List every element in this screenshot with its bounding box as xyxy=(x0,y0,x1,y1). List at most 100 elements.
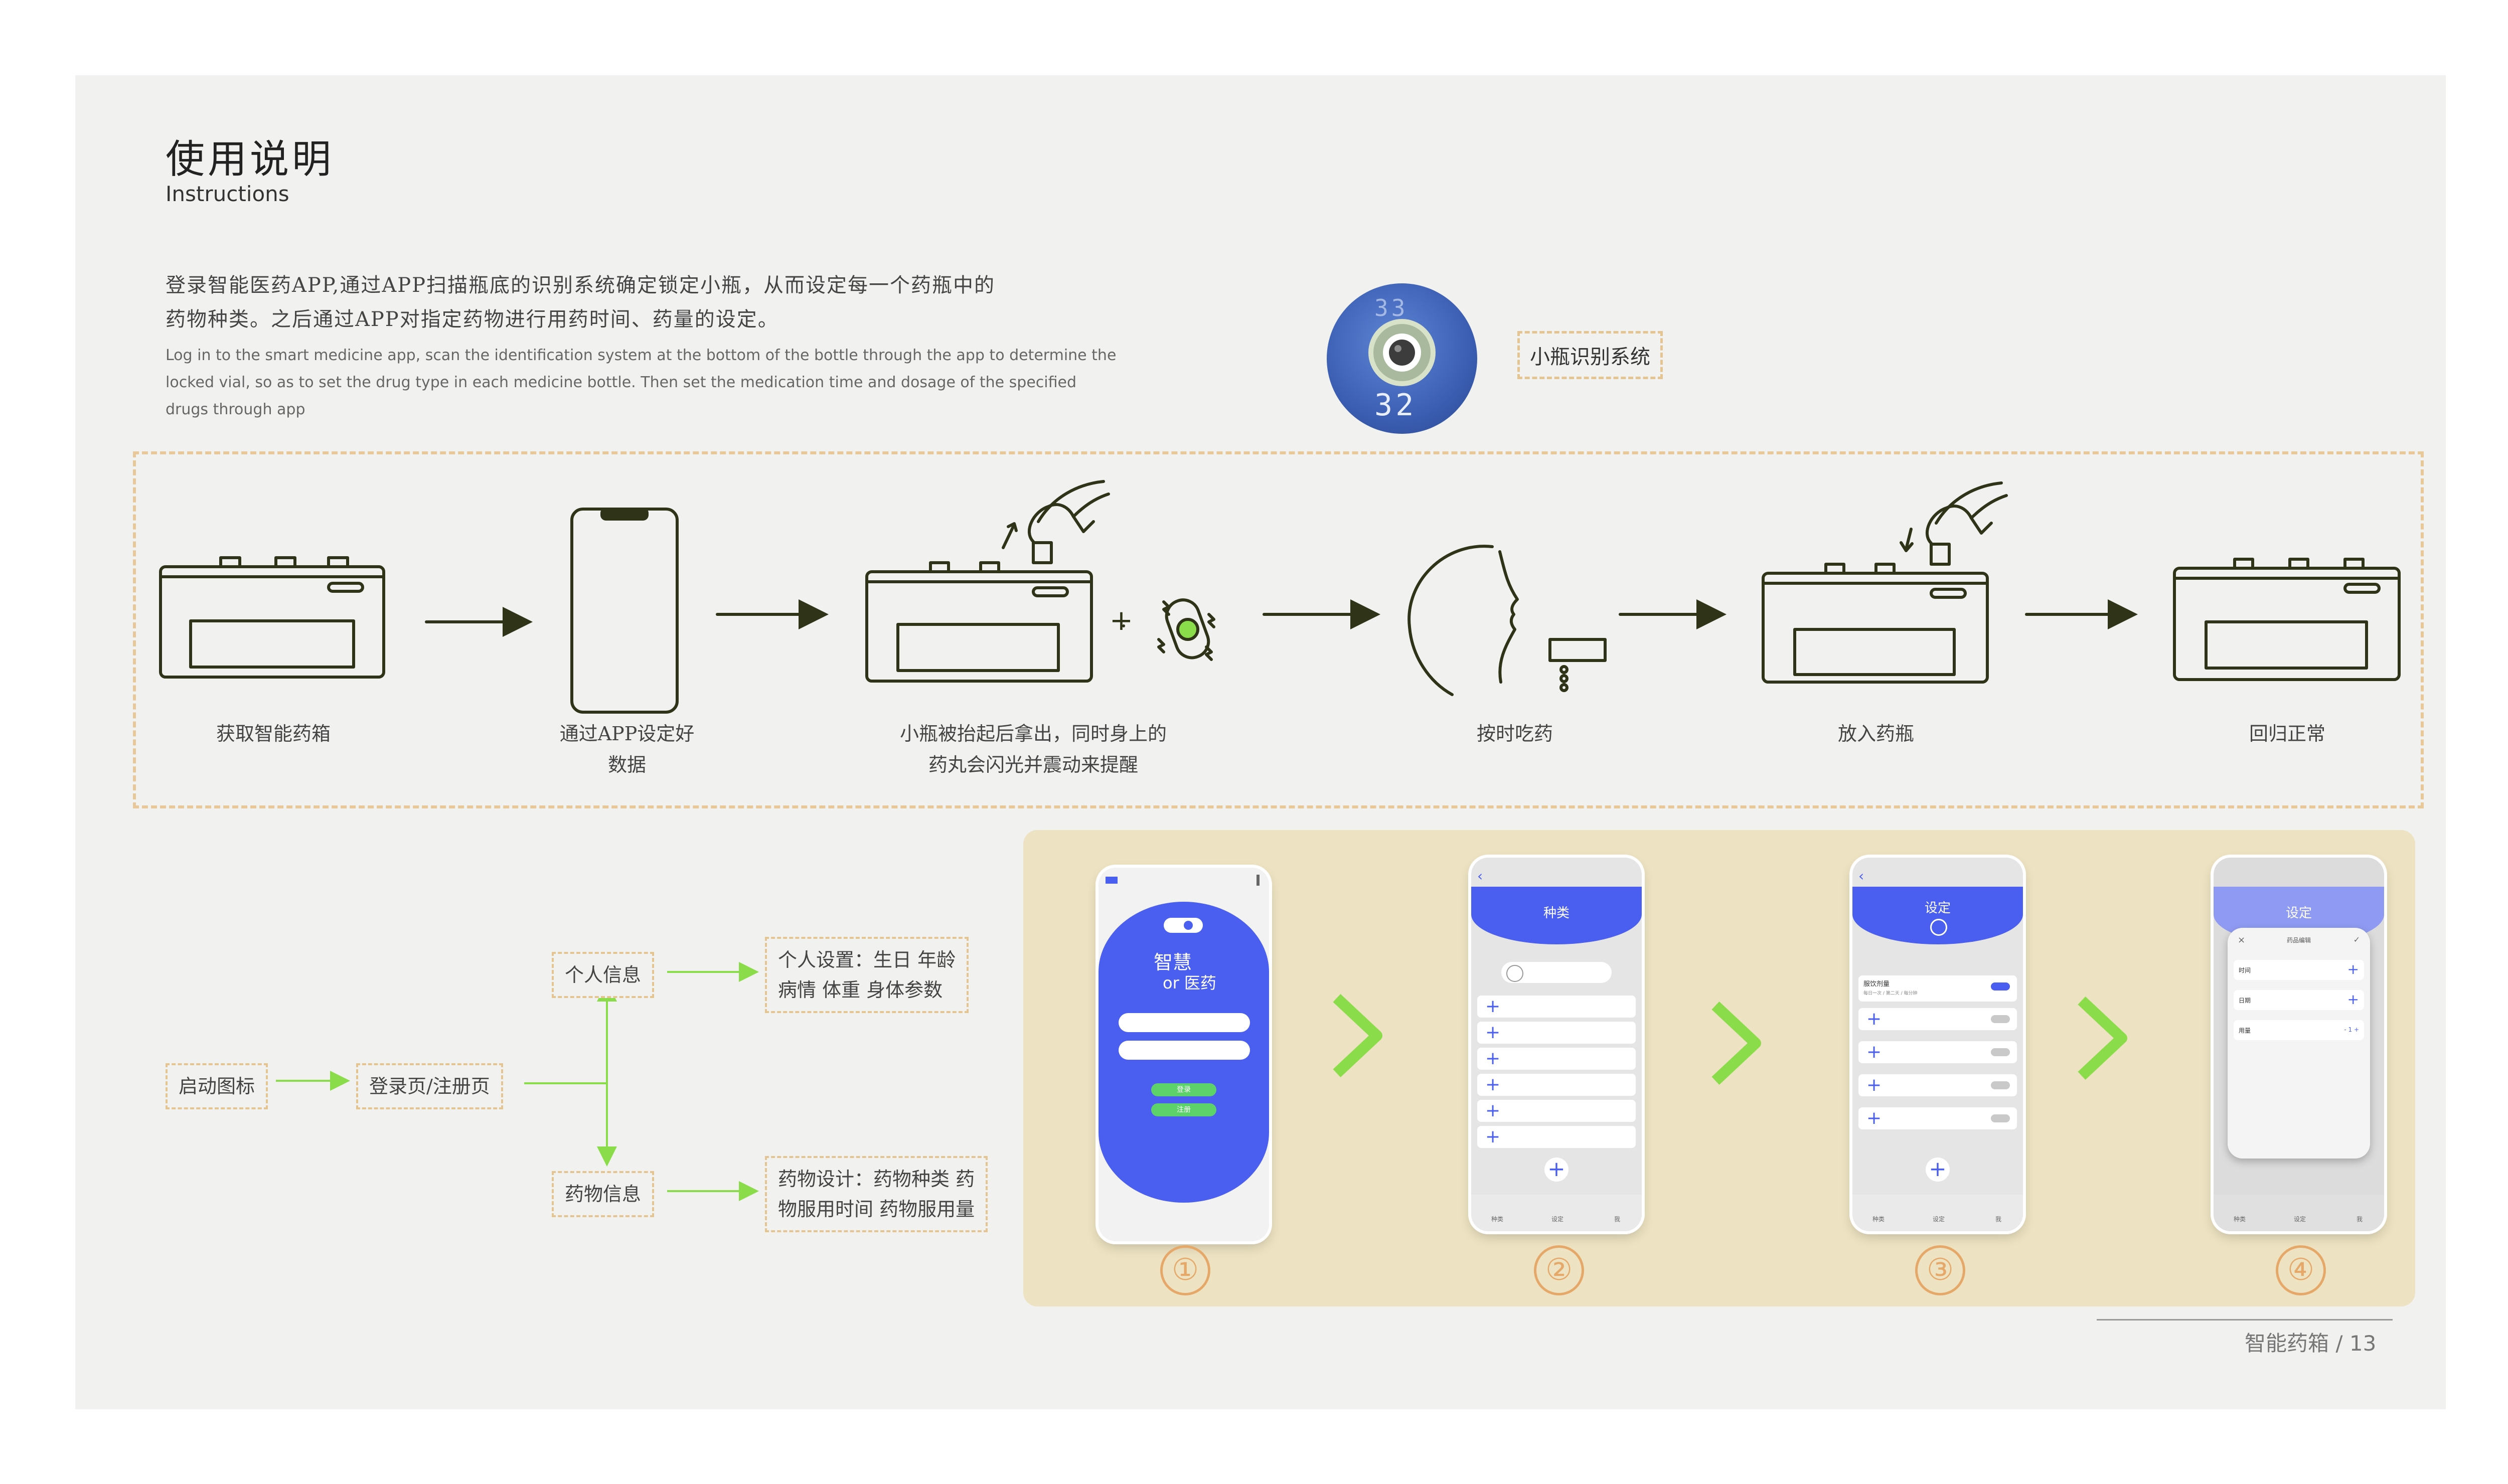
vial-display-top: 33 xyxy=(1374,294,1408,321)
app-title: 智慧 xyxy=(1154,951,1192,973)
step-number-2: ② xyxy=(1534,1245,1584,1295)
password-input[interactable] xyxy=(1119,1041,1250,1060)
page-title-cn: 使用说明 xyxy=(166,137,335,182)
description-cn: 登录智能医药APP,通过APP扫描瓶底的识别系统确定锁定小瓶，从而设定每一个药瓶… xyxy=(166,268,1119,337)
list-item[interactable]: + xyxy=(1477,1126,1636,1148)
register-button[interactable]: 注册 xyxy=(1151,1103,1216,1116)
app-screens-panel: 智慧 or 医药 登录 注册 ‹ 种类 + + + + + + + 种类 设定 … xyxy=(1023,830,2415,1306)
medicine-box-icon xyxy=(159,556,385,679)
nav-me[interactable]: 我 xyxy=(2357,1216,2363,1223)
description-cn-line2: 药物种类。之后通过APP对指定药物进行用药时间、药量的设定。 xyxy=(166,308,779,331)
plus-sign: + xyxy=(1110,604,1133,637)
more-icon[interactable] xyxy=(1257,875,1260,886)
medicine-box-icon xyxy=(2173,558,2401,681)
toggle-off xyxy=(1991,1015,2010,1023)
plus-icon: + xyxy=(2347,961,2359,977)
tree-drug-node: 药物信息 xyxy=(552,1171,655,1217)
step-2-label: 通过APP设定好数据 xyxy=(559,723,695,776)
medicine-box-lifted-icon xyxy=(865,541,1093,683)
quantity-stepper: - 1 + xyxy=(2344,1026,2359,1033)
tree-login-node: 登录页/注册页 xyxy=(356,1063,503,1109)
nav-settings[interactable]: 设定 xyxy=(2294,1216,2306,1223)
pill-flash-icon xyxy=(1157,598,1215,661)
nav-settings[interactable]: 设定 xyxy=(1551,1216,1564,1223)
login-button[interactable]: 登录 xyxy=(1151,1083,1216,1096)
flow-frame xyxy=(133,451,2424,808)
list-item[interactable]: + xyxy=(1477,1022,1636,1044)
chevron-right-icon xyxy=(1333,994,1382,1078)
plus-icon: + xyxy=(1485,1074,1501,1095)
plus-icon: + xyxy=(1485,1048,1501,1069)
list-item[interactable]: + xyxy=(1477,1074,1636,1096)
nav-me[interactable]: 我 xyxy=(1614,1216,1621,1223)
plus-icon: + xyxy=(1485,1126,1501,1147)
tree-drug-detail: 药物设计：药物种类 药物服用时间 药物服用量 xyxy=(765,1156,988,1232)
footer-divider xyxy=(2097,1319,2393,1321)
nav-categories[interactable]: 种类 xyxy=(1872,1216,1885,1223)
app-subtitle: or 医药 xyxy=(1163,973,1216,993)
plus-icon: + xyxy=(2347,991,2359,1008)
nav-categories[interactable]: 种类 xyxy=(1491,1216,1504,1223)
nav-categories[interactable]: 种类 xyxy=(2234,1216,2246,1223)
chevron-right-icon xyxy=(2078,996,2127,1080)
step-5-label: 放入药瓶 xyxy=(1837,723,1914,745)
list-item[interactable]: + xyxy=(1858,1008,2017,1030)
list-item[interactable]: + xyxy=(1858,1041,2017,1063)
check-icon[interactable]: ✓ xyxy=(2353,935,2360,944)
list-item[interactable]: + xyxy=(1477,1048,1636,1070)
list-item[interactable]: + xyxy=(1858,1074,2017,1096)
username-input[interactable] xyxy=(1119,1013,1250,1032)
description-cn-line1: 登录智能医药APP,通过APP扫描瓶底的识别系统确定锁定小瓶，从而设定每一个药瓶… xyxy=(166,274,996,297)
plus-icon: + xyxy=(1866,1075,1882,1095)
clock-icon xyxy=(1930,919,1947,936)
chevron-right-icon xyxy=(1711,1001,1761,1085)
nav-me[interactable]: 我 xyxy=(1995,1216,2002,1223)
vial-system-label: 小瓶识别系统 xyxy=(1517,331,1663,379)
menu-icon[interactable] xyxy=(1106,877,1118,884)
list-item[interactable]: 服饮剂量 每日一次 / 第二天 / 每分钟 xyxy=(1858,975,2017,1002)
hand-icon xyxy=(1002,480,1110,549)
back-icon[interactable]: ‹ xyxy=(1858,868,1864,884)
step-1-label: 获取智能药箱 xyxy=(216,723,331,745)
toggle-off xyxy=(1991,1048,2010,1056)
dialog-row[interactable]: 用量 - 1 + xyxy=(2234,1020,2364,1040)
close-icon[interactable]: × xyxy=(2238,935,2246,945)
back-icon[interactable]: ‹ xyxy=(1477,868,1483,884)
phone-edit-screen: 设定 × 药品编辑 ✓ 时间 + 日期 + 用量 - 1 + 种类 设定 我 xyxy=(2214,858,2384,1231)
dialog-row[interactable]: 时间 + xyxy=(2234,960,2364,980)
plus-icon: + xyxy=(1485,1100,1501,1121)
step-4-label: 按时吃药 xyxy=(1476,723,1553,745)
plus-icon: + xyxy=(1485,996,1501,1017)
tree-personal-node: 个人信息 xyxy=(552,952,655,998)
toggle-off xyxy=(1991,1081,2010,1089)
add-button[interactable]: + xyxy=(1544,1158,1569,1182)
nav-settings[interactable]: 设定 xyxy=(1933,1216,1945,1223)
toggle-icon xyxy=(1164,918,1203,933)
tree-personal-detail: 个人设置：生日 年龄病情 体重 身体参数 xyxy=(765,937,969,1013)
dialog-row[interactable]: 日期 + xyxy=(2234,990,2364,1010)
header-bar xyxy=(1471,887,1642,944)
smartphone-icon xyxy=(570,508,679,714)
list-item[interactable]: + xyxy=(1477,996,1636,1018)
plus-icon: + xyxy=(1485,1022,1501,1043)
page-title-en: Instructions xyxy=(166,182,289,206)
toggle-on xyxy=(1991,982,2010,991)
vial-identification-disc: 33 32 xyxy=(1327,283,1477,434)
step-number-1: ① xyxy=(1160,1245,1210,1295)
bottom-nav: 种类 设定 我 xyxy=(1471,1195,1642,1231)
list-item[interactable]: + xyxy=(1858,1107,2017,1129)
toggle-off xyxy=(1991,1114,2010,1122)
header-title: 种类 xyxy=(1543,906,1570,921)
description-en: Log in to the smart medicine app, scan t… xyxy=(166,347,1117,418)
step-6-label: 回归正常 xyxy=(2249,723,2325,745)
camera-lens-icon xyxy=(1368,319,1436,386)
bottom-nav: 种类 设定 我 xyxy=(2214,1195,2384,1231)
step-3-label: 小瓶被抬起后拿出，同时身上的药丸会闪光并震动来提醒 xyxy=(899,723,1167,776)
dialog-title: 药品编辑 xyxy=(2286,937,2311,944)
tree-start-node: 启动图标 xyxy=(166,1063,268,1109)
add-button[interactable]: + xyxy=(1926,1158,1950,1182)
hand-icon xyxy=(1900,481,2008,552)
list-item[interactable]: + xyxy=(1477,1100,1636,1122)
search-bar[interactable] xyxy=(1501,962,1612,983)
